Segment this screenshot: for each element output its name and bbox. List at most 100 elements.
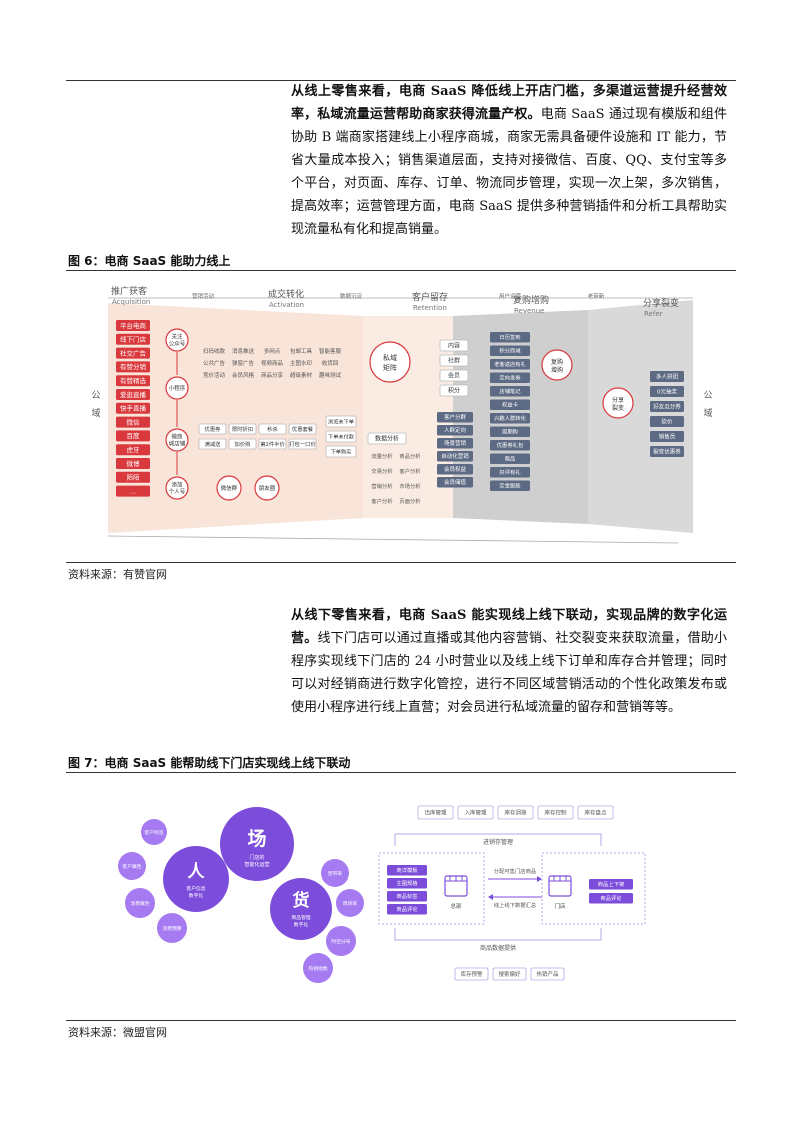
top-op-2-box: [497, 805, 534, 820]
top-op-3-box: [537, 805, 574, 820]
ops-item-4-box: [437, 464, 473, 475]
funnel-text-3-1: 个人号: [169, 489, 186, 496]
satellite-label-2: 消费属性: [130, 900, 149, 907]
grid1-item-6: 弹窗广告: [232, 359, 255, 367]
goods-sub-2: 数字化: [294, 921, 309, 928]
hq-icon-awning: [445, 876, 467, 882]
channel-2-label: 社交广告: [120, 348, 147, 357]
ops-item-5-box: [437, 477, 473, 488]
arrow1-head: [537, 876, 542, 882]
channel-9-box: [116, 444, 150, 456]
grid1-item-3: 包邮工具: [290, 347, 313, 355]
bottom-item-1-box: [492, 967, 527, 981]
channel-3-label: 有赞分销: [120, 362, 147, 371]
inv-bracket: [394, 833, 602, 846]
channel-12-box: [116, 485, 150, 497]
top-op-4-label: 库存盘点: [584, 808, 607, 816]
store-item-0-label: 商品上下架: [598, 880, 625, 888]
section1-paragraph: 从线上零售来看，电商 SaaS 降低线上开店门槛，多渠道运营提升经营效率，私域流…: [291, 80, 727, 241]
figure6-title: 图 6：电商 SaaS 能助力线上: [68, 254, 231, 268]
stage-en-1: Activation: [269, 301, 304, 309]
hq-item-1-box: [387, 878, 427, 889]
channel-9-label: 虎牙: [127, 445, 141, 454]
grid2-item-6-box: [258, 438, 287, 450]
data-provide-label: 商品数据提供: [480, 944, 516, 952]
top-op-1-label: 入库管理: [464, 808, 487, 816]
revenue-item-1-box: [490, 345, 530, 356]
channel-7-box: [116, 416, 150, 428]
refer-item-3-label: 砍价: [661, 417, 673, 425]
refer-item-1-label: 0元抽奖: [657, 387, 677, 395]
stage-title-1: 成交转化: [268, 288, 304, 300]
share-text-1: 分享: [612, 396, 624, 404]
refer-item-0-box: [650, 371, 684, 382]
store-label: 门店: [554, 902, 566, 910]
satellite-circle-7: [303, 953, 333, 983]
revenue-item-11-box: [490, 480, 530, 491]
channel-8-label: 百度: [127, 431, 141, 440]
ops-item-2-label: 场景营销: [444, 439, 467, 447]
hq-item-2-label: 商品标签: [396, 892, 418, 900]
refer-item-4-label: 销售员: [659, 432, 676, 440]
place-sub-2: 智能化运营: [244, 861, 269, 868]
revenue-item-3-label: 定向发券: [499, 374, 521, 382]
satellite-label-3: 消费预算: [162, 925, 181, 932]
stage-title-3: 复购增购: [513, 294, 549, 306]
channel-5-label: 爱逛直播: [120, 390, 147, 399]
order-item-0-label: 浏览未下单: [328, 417, 354, 425]
ops-item-4-label: 会员权益: [444, 465, 467, 473]
revenue-item-7-label: 周期购: [502, 428, 518, 436]
share-circle: [602, 387, 634, 419]
channel-0-label: 平台电商: [120, 321, 147, 330]
refer-item-4-box: [650, 431, 684, 442]
asset-item-1-box: [439, 354, 469, 367]
flow-label-3: 老带新: [588, 292, 605, 300]
order-item-2-box: [325, 445, 357, 458]
grid1-item-9: 收货回: [322, 359, 339, 367]
hq-item-3-box: [387, 904, 427, 915]
channel-8-box: [116, 430, 150, 442]
wechat-circle-1: [254, 475, 280, 501]
public-right-1: 公: [703, 390, 712, 401]
figure7-source: 资料来源：微盟官网: [68, 1026, 167, 1039]
section2-paragraph: 从线下零售来看，电商 SaaS 能实现线上线下联动，实现品牌的数字化运营。线下门…: [291, 604, 727, 719]
flow-label-2: 用户运营: [499, 292, 522, 300]
asset-item-3-label: 积分: [448, 387, 460, 395]
store-item-1-box: [589, 893, 633, 904]
order-item-1-label: 下单未付款: [328, 432, 355, 440]
channel-11-box: [116, 471, 150, 483]
funnel-text-3-0: 添加: [171, 481, 182, 489]
arrow2-label: 线上线下数据汇总: [494, 901, 537, 909]
refer-item-0-label: 多人拼团: [656, 372, 679, 380]
figure7-diagram: 人客户信息数字化场门店的智能化运营货商品管理数字化客户标签客户属性消费属性消费预…: [68, 782, 734, 1014]
hq-item-1-label: 主图规格: [396, 879, 418, 887]
bottom-item-1-label: 搜索偏好: [498, 970, 521, 978]
channel-12-label: ...: [130, 487, 136, 495]
grid2-item-7-box: [288, 438, 317, 450]
hq-item-3-label: 商品评论: [396, 905, 418, 913]
private-circle: [369, 341, 411, 383]
inv-label: 进销存管理: [483, 838, 513, 846]
repurchase-text-1: 复购: [551, 358, 563, 366]
hq-item-2-box: [387, 891, 427, 902]
grid1-item-12: 商品分享: [261, 371, 284, 379]
revenue-item-2-label: 老客返店有礼: [494, 360, 526, 368]
grid2-item-0-label: 优惠券: [205, 425, 222, 433]
analysis-item-6: 客户分析: [371, 497, 393, 505]
bottom-item-0-label: 库存预警: [460, 970, 483, 978]
hq-item-0-box: [387, 865, 427, 876]
repurchase-circle: [541, 349, 573, 381]
top-op-1-box: [457, 805, 494, 820]
stage-en-2: Retention: [413, 304, 447, 312]
grid2-item-2-label: 秒杀: [267, 425, 278, 433]
satellite-circle-5: [336, 889, 364, 917]
store-item-0-box: [589, 879, 633, 890]
top-op-0-label: 出库管理: [424, 808, 447, 816]
asset-item-2-box: [439, 369, 469, 382]
store-icon-awning: [549, 876, 571, 882]
revenue-item-9-label: 赠品: [505, 455, 516, 463]
channel-6-label: 快手直播: [120, 404, 147, 413]
figure6-svg: 推广获客Acquisition成交转化Activation客户留存Retenti…: [91, 285, 713, 544]
revenue-item-10-box: [490, 467, 530, 478]
